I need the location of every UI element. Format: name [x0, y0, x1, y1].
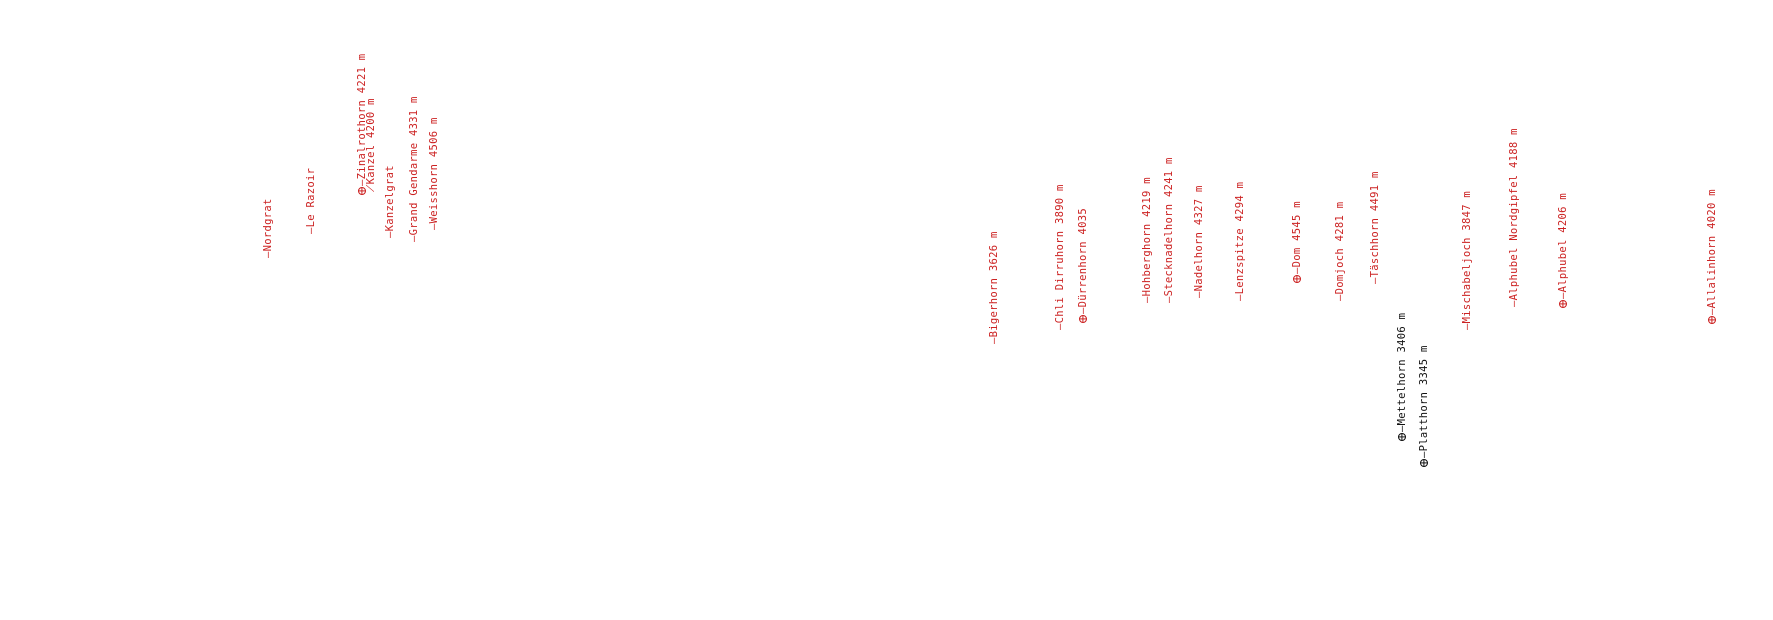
leader-line: — [988, 337, 1000, 344]
leader-line: — [1418, 451, 1430, 458]
peak-label-kanzel: ⟋Kanzel 4200 m [365, 98, 377, 192]
peak-label-chli-durrehorn: —Chli Dirruhorn 3890 m [1054, 184, 1066, 330]
peak-label-dom: —Dom 4545 m [1291, 201, 1303, 274]
peak-label-weisshorn: —Weisshorn 4506 m [428, 117, 440, 230]
peak-name: Mischabeljoch 3847 m [1461, 190, 1473, 324]
platthorn-summit-icon [1420, 459, 1428, 467]
peak-label-bigerhorn: —Bigerhorn 3626 m [988, 231, 1000, 344]
leader-line: — [305, 227, 317, 234]
peak-label-mettelhorn: —Mettelhorn 3406 m [1396, 313, 1408, 432]
peak-label-domjoch: —Domjoch 4281 m [1334, 202, 1346, 301]
leader-line: — [1508, 300, 1520, 307]
peak-label-alphubel-nordgipfel: —Alphubel Nordgipfel 4188 m [1508, 128, 1520, 307]
leader-line: — [1193, 291, 1205, 298]
peak-label-kanzelgrat: —Kanzelgrat [384, 165, 396, 238]
leader-line: — [408, 235, 420, 242]
peak-label-nordgrat: —Nordgrat [262, 198, 274, 258]
peak-label-nadelhorn: —Nadelhorn 4327 m [1193, 185, 1205, 298]
peak-name: Nadelhorn 4327 m [1193, 185, 1205, 292]
peak-name: Täschhorn 4491 m [1369, 171, 1381, 278]
peak-name: Platthorn 3345 m [1418, 345, 1430, 452]
peak-label-taschhorn: —Täschhorn 4491 m [1369, 171, 1381, 284]
leader-line: — [1334, 294, 1346, 301]
alphubel-summit-icon [1559, 300, 1567, 308]
peak-label-allalinhorn: —Allalinhorn 4020 m [1706, 189, 1718, 315]
peak-name: Kanzelgrat [384, 165, 396, 232]
peak-name: Hohberghorn 4219 m [1141, 177, 1153, 297]
leader-line: — [1291, 267, 1303, 274]
leader-line: — [384, 231, 396, 238]
peak-name: Bigerhorn 3626 m [988, 231, 1000, 338]
leader-line: — [1163, 296, 1175, 303]
peak-name: Nordgrat [262, 198, 274, 252]
peak-label-grand-gendarme: —Grand Gendarme 4331 m [408, 96, 420, 242]
leader-line: ⟋ [365, 184, 377, 192]
peak-label-le-razoir: —Le Razoir [305, 168, 317, 234]
leader-line: — [1141, 296, 1153, 303]
peak-label-lenzspitze: —Lenzspitze 4294 m [1234, 182, 1246, 301]
peak-name: Lenzspitze 4294 m [1234, 181, 1246, 295]
leader-line: — [1461, 323, 1473, 330]
peak-name: Grand Gendarme 4331 m [408, 96, 420, 236]
peak-name: Chli Dirruhorn 3890 m [1054, 184, 1066, 324]
peak-name: Domjoch 4281 m [1334, 201, 1346, 295]
peak-label-stecknadelhorn: —Stecknadelhorn 4241 m [1163, 157, 1175, 303]
peak-label-platthorn: —Platthorn 3345 m [1418, 345, 1430, 458]
leader-line: — [1369, 277, 1381, 284]
peak-name: Stecknadelhorn 4241 m [1163, 157, 1175, 297]
leader-line: — [1054, 323, 1066, 330]
leader-line: — [1706, 308, 1718, 315]
zinalrothorn-summit-icon [358, 187, 366, 195]
peak-name: Allalinhorn 4020 m [1706, 189, 1718, 309]
peak-label-alphubel: —Alphubel 4206 m [1557, 193, 1569, 299]
peak-name: Alphubel Nordgipfel 4188 m [1508, 128, 1520, 301]
dom-summit-icon [1293, 275, 1301, 283]
leader-line: — [1557, 292, 1569, 299]
durrenhorn-summit-icon [1079, 315, 1087, 323]
peak-name: Le Razoir [305, 167, 317, 228]
peak-name: Mettelhorn 3406 m [1396, 312, 1408, 426]
leader-line: — [1396, 425, 1408, 432]
peak-name: Alphubel 4206 m [1557, 193, 1569, 293]
leader-line: — [428, 223, 440, 230]
peak-label-mischabeljoch: —Mischabeljoch 3847 m [1461, 191, 1473, 330]
peak-name: Weisshorn 4506 m [428, 117, 440, 224]
mettelhorn-summit-icon [1398, 433, 1406, 441]
leader-line: — [1234, 294, 1246, 301]
allalinhorn-summit-icon [1708, 316, 1716, 324]
peak-label-hohberghorn: —Hohberghorn 4219 m [1141, 177, 1153, 303]
leader-line: — [262, 251, 274, 258]
peak-name: Dürrenhorn 4035 [1077, 208, 1089, 308]
peak-label-durrenhorn: —Dürrenhorn 4035 [1077, 208, 1089, 314]
peak-name: Kanzel 4200 m [365, 98, 377, 185]
peak-name: Dom 4545 m [1291, 201, 1303, 268]
leader-line: — [1077, 307, 1089, 314]
